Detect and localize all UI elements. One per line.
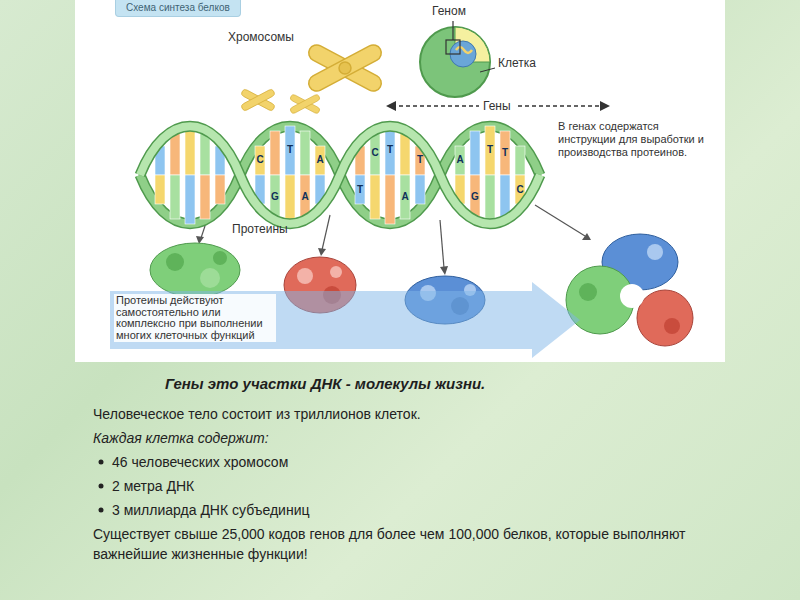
chromosome-figure bbox=[240, 42, 384, 114]
bullet-dots bbox=[99, 460, 104, 513]
tab-title: Схема синтеза белков bbox=[126, 1, 230, 14]
body-text: 2 метра ДНК bbox=[112, 476, 194, 496]
body-text: Человеческое тело состоит из триллионов … bbox=[93, 404, 421, 424]
arrow-band: Протеины действуют самостоятельно или ко… bbox=[110, 282, 580, 358]
figure-label: Хромосомы bbox=[228, 30, 294, 44]
white-panel bbox=[75, 0, 725, 362]
dna-front-strand bbox=[140, 126, 540, 224]
base-letter: T bbox=[354, 183, 366, 197]
figure-label: В генах содержатся инструкции для вырабо… bbox=[558, 120, 708, 159]
base-letter: A bbox=[314, 153, 326, 167]
base-letter: T bbox=[484, 143, 496, 157]
base-letter: A bbox=[399, 190, 411, 204]
base-letter: C bbox=[369, 146, 381, 160]
figure-label: Клетка bbox=[498, 56, 536, 70]
protein-complex bbox=[566, 234, 693, 346]
slide-title: Гены это участки ДНК - молекулы жизни. bbox=[165, 374, 485, 394]
base-letter: C bbox=[514, 183, 526, 197]
arrow-text: Протеины действуют самостоятельно или ко… bbox=[114, 294, 276, 342]
figure-label: Геном bbox=[432, 4, 466, 18]
base-letter: T bbox=[384, 143, 396, 157]
base-letter: G bbox=[269, 190, 281, 204]
body-text: Каждая клетка содержит: bbox=[93, 428, 269, 448]
base-letter: T bbox=[414, 153, 426, 167]
base-letter: T bbox=[284, 143, 296, 157]
arrow-fill bbox=[110, 282, 580, 358]
cell-figure bbox=[420, 21, 495, 97]
base-letter: G bbox=[469, 190, 481, 204]
base-letter: A bbox=[454, 153, 466, 167]
base-letter: T bbox=[499, 146, 511, 160]
header-tab: Схема синтеза белков bbox=[115, 0, 241, 17]
dna-back-strand bbox=[140, 126, 540, 224]
figure-label: Гены bbox=[479, 99, 515, 113]
base-letter: C bbox=[254, 153, 266, 167]
protein-green bbox=[150, 243, 240, 297]
body-text: 46 человеческих хромосом bbox=[112, 452, 288, 472]
figure-label: Протеины bbox=[232, 222, 288, 236]
body-text: Существует свыше 25,000 кодов генов для … bbox=[93, 524, 733, 564]
body-text: 3 миллиарда ДНК субъединиц bbox=[112, 500, 310, 520]
base-letter: A bbox=[299, 190, 311, 204]
leader-arrows bbox=[196, 205, 591, 275]
